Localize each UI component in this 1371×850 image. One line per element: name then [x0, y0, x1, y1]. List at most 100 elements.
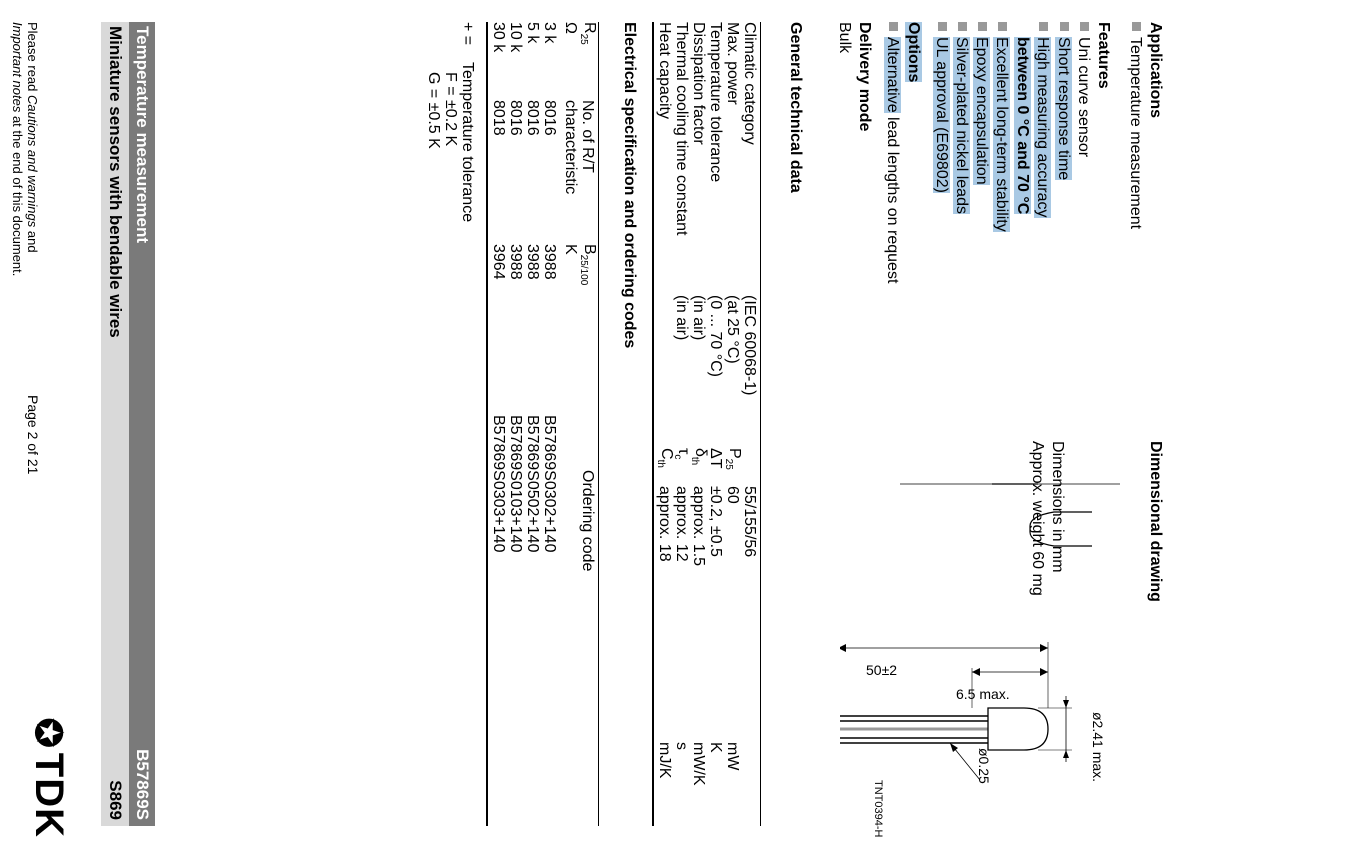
row-r25: 10 k [507, 22, 524, 53]
application-item: Temperature measurement [1126, 22, 1144, 229]
drawing-code: TNT0394-H [872, 780, 884, 838]
param-unit: K [707, 742, 724, 753]
param-name: Climatic category [741, 22, 758, 145]
row-b: 3964 [490, 244, 507, 280]
col-header-code: Ordering code [579, 470, 596, 572]
col-header-r25-unit: Ω [562, 22, 579, 34]
col-header-r25: R25 [577, 22, 598, 45]
general-data-heading: General technical data [787, 22, 804, 193]
row-rt: 8018 [490, 100, 507, 136]
param-unit: mJ/K [656, 742, 673, 779]
weight-note: Approx. weight 60 mg [1029, 441, 1046, 596]
param-symbol: Cth [654, 448, 675, 468]
param-name: Heat capacity [656, 22, 673, 119]
bullet-icon [998, 22, 1007, 31]
sensor-outline [992, 483, 1092, 547]
product-header-bar: Miniature sensors with bendable wires S8… [101, 22, 129, 826]
param-value: approx. 1.5 [690, 486, 707, 567]
tdk-logo: ✪TDK [26, 718, 71, 838]
logo-text: TDK [27, 752, 71, 838]
param-unit: mW [724, 742, 741, 771]
row-b: 3988 [524, 244, 541, 280]
row-rt: 8016 [507, 100, 524, 136]
dim-label-total: 50±2 [866, 662, 898, 678]
table-top-rule [760, 22, 761, 826]
row-b: 3988 [541, 244, 558, 280]
param-condition: (0 ... 70 °C) [707, 295, 724, 377]
param-condition: (in air) [690, 295, 707, 341]
wire-group [840, 715, 988, 744]
param-name: Dissipation factor [690, 22, 707, 145]
col-header-b: B25/100 [577, 244, 598, 286]
param-unit: mW/K [690, 742, 707, 786]
page-number: Page 2 of 21 [25, 395, 41, 475]
bullet-icon [1132, 22, 1141, 31]
param-value: 60 [724, 486, 741, 504]
electrical-heading: Electrical specification and ordering co… [621, 22, 638, 349]
table-bottom-rule [486, 22, 488, 826]
drawing-heading: Dimensional drawing [1147, 441, 1164, 602]
options-heading: Options [905, 22, 922, 83]
feature-item: Excellent long-term stability [992, 22, 1010, 232]
product-title: Miniature sensors with bendable wires [106, 26, 125, 338]
bulb-shape [987, 707, 1049, 751]
bullet-icon [1060, 22, 1069, 31]
row-code: B57869S0302+140 [541, 415, 558, 553]
series-code: S869 [106, 780, 125, 820]
delivery-heading: Delivery mode [856, 22, 873, 132]
tolerance-g: G = ±0.5 K [425, 72, 442, 149]
param-unit: s [673, 742, 690, 750]
delivery-value: Bulk [836, 22, 853, 54]
bullet-icon [1039, 22, 1048, 31]
row-code: B57869S0303+140 [490, 415, 507, 553]
part-number: B57869S [133, 749, 152, 820]
option-item: Alternative lead lengths on request [883, 22, 901, 283]
param-name: Thermal cooling time constant [673, 22, 690, 236]
feature-item: Short response time [1054, 22, 1072, 181]
footer-note-line1: Please read Cautions and warnings and [25, 22, 40, 253]
dim-label-diameter: ø2.41 max. [1090, 712, 1106, 783]
row-code: B57869S0502+140 [524, 415, 541, 553]
dim-label-head: 6.5 max. [956, 686, 1010, 702]
col-header-rt: No. of R/T [579, 100, 596, 173]
row-r25: 3 k [541, 22, 558, 44]
row-rt: 8016 [524, 100, 541, 136]
param-name: Temperature tolerance [707, 22, 724, 183]
feature-item: UL approval (E69802) [932, 22, 950, 193]
col-header-b-unit: K [562, 244, 579, 255]
row-r25: 5 k [524, 22, 541, 44]
arrow-icon [1040, 668, 1048, 676]
row-b: 3988 [507, 244, 524, 280]
sensor-head [1029, 511, 1092, 547]
bullet-icon [978, 22, 987, 31]
param-value: approx. 18 [656, 486, 673, 562]
features-heading: Features [1095, 22, 1112, 89]
drawing-geometry [840, 642, 1072, 781]
arrow-icon [950, 743, 958, 752]
applications-heading: Applications [1147, 22, 1164, 119]
bullet-icon [958, 22, 967, 31]
row-code: B57869S0103+140 [507, 415, 524, 553]
arrow-icon [1063, 750, 1069, 758]
feature-item: High measuring accuracy [1033, 22, 1051, 218]
feature-item: Uni curve sensor [1074, 22, 1092, 157]
param-symbol: P25 [722, 448, 743, 470]
col-header-rt-2: characteristic [562, 100, 579, 195]
category-header-bar: Temperature measurement B57869S [129, 22, 155, 826]
row-rt: 8016 [541, 100, 558, 136]
param-value: ±0.2, ±0.5 [707, 486, 724, 557]
feature-item: Epoxy encapsulation [972, 22, 990, 185]
tolerance-prefix: + = [459, 22, 476, 46]
tolerance-f: F = ±0.2 K [442, 72, 459, 147]
tdk-star-icon: ✪ [28, 717, 69, 749]
bullet-icon [1080, 22, 1089, 31]
param-condition: (in air) [673, 295, 690, 341]
param-name: Max. power [724, 22, 741, 105]
category-title: Temperature measurement [133, 26, 152, 243]
feature-item-continuation: between 0 °C and 70 °C [1014, 37, 1031, 215]
dimensional-drawing [900, 483, 1120, 547]
param-condition: (at 25 °C) [724, 295, 741, 364]
arrow-icon [1063, 700, 1069, 708]
row-r25: 30 k [490, 22, 507, 53]
